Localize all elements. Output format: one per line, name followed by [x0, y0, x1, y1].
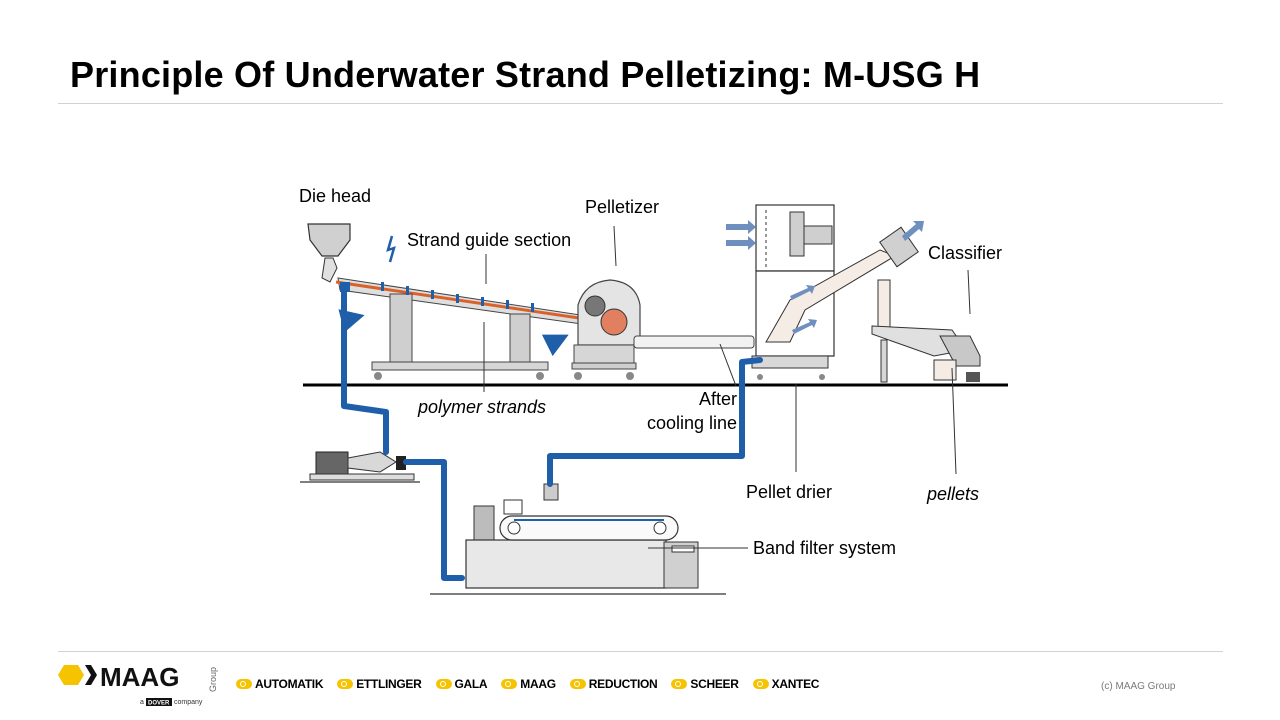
brand-ettlinger: ETTLINGER	[337, 677, 422, 691]
brand-gala: GALA	[435, 677, 488, 691]
brand-mark-icon	[435, 679, 452, 689]
label-after: After	[699, 389, 737, 409]
brand-label: ETTLINGER	[356, 677, 422, 691]
logo-group-text: Group	[208, 667, 218, 692]
strand-guide-machine	[335, 235, 607, 380]
polymer-strand-line	[335, 280, 607, 324]
label-pellets: pellets	[926, 484, 979, 504]
logo-chevron-icon	[85, 665, 97, 685]
label-cooling-line: cooling line	[647, 413, 737, 433]
logo-sub-company: company	[174, 699, 203, 706]
brand-reduction: REDUCTION	[569, 677, 658, 691]
band-filter-machine	[430, 483, 726, 595]
pelletizer-machine	[571, 279, 641, 380]
brand-label: AUTOMATIK	[255, 677, 324, 691]
brand-scheer: SCHEER	[671, 677, 739, 691]
pipe-junction	[340, 282, 350, 292]
brand-label: SCHEER	[690, 677, 739, 691]
label-strand-guide: Strand guide section	[407, 230, 571, 250]
water-piping	[341, 289, 763, 581]
title-divider	[58, 103, 1223, 104]
label-pelletizer: Pelletizer	[585, 197, 659, 217]
slide-title: Principle Of Underwater Strand Pelletizi…	[70, 54, 981, 95]
label-polymer-strands: polymer strands	[417, 397, 546, 417]
label-classifier: Classifier	[928, 243, 1002, 263]
label-band-filter: Band filter system	[753, 538, 896, 558]
pump-machine	[300, 451, 420, 483]
dover-badge-icon	[146, 698, 172, 706]
brand-mark-icon	[236, 679, 252, 689]
brand-mark-icon	[569, 679, 586, 689]
brand-automatik: AUTOMATIK	[236, 677, 323, 691]
brand-label: GALA	[454, 677, 488, 691]
brand-mark-icon	[752, 679, 769, 689]
leader-lines	[483, 225, 971, 549]
logo-sub-a: a	[140, 699, 144, 706]
logo-text: MAAG	[100, 662, 179, 692]
label-pellet-drier: Pellet drier	[746, 482, 832, 502]
maag-group-logo: MAAG Group a DOVER company	[58, 662, 218, 707]
classifier-machine	[871, 279, 981, 383]
footer-divider	[58, 651, 1223, 652]
logo-hexagon-icon	[58, 665, 84, 685]
pellet-drier-machine	[726, 204, 924, 380]
label-die-head: Die head	[299, 186, 371, 206]
brand-list: AUTOMATIK ETTLINGER GALA MAAG REDUCTION …	[236, 677, 819, 691]
brand-mark-icon	[671, 679, 688, 689]
brand-maag: MAAG	[501, 677, 556, 691]
brand-mark-icon	[337, 679, 354, 689]
after-cooling-line	[633, 335, 755, 349]
logo-sub-dover: DOVER	[148, 701, 170, 707]
die-head-machine	[307, 223, 351, 283]
brand-label: REDUCTION	[588, 677, 658, 691]
brand-xantec: XANTEC	[752, 677, 820, 691]
brand-label: XANTEC	[771, 677, 820, 691]
brand-label: MAAG	[520, 677, 556, 691]
copyright-text: (c) MAAG Group	[1101, 681, 1176, 692]
brand-mark-icon	[501, 679, 518, 689]
